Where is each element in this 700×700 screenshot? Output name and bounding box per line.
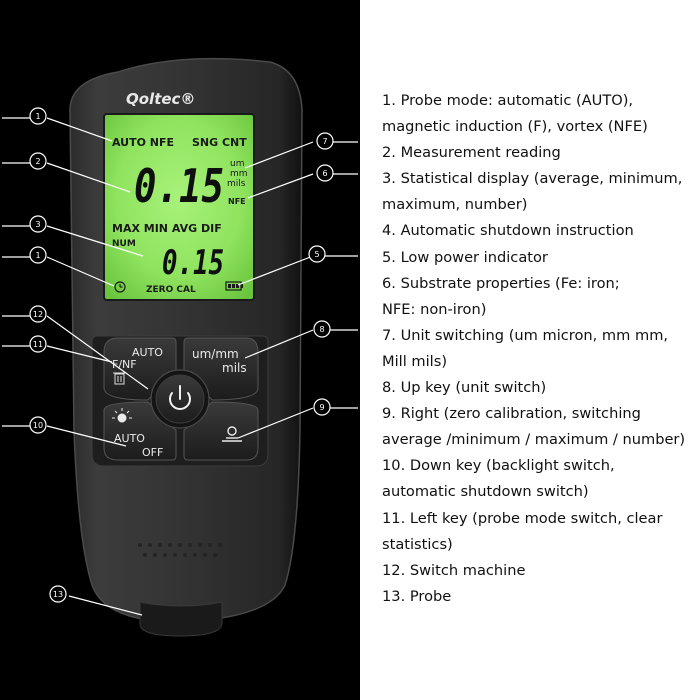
backlight-icon: [112, 408, 132, 423]
callout-5-label: 5: [314, 250, 319, 259]
callout-10-label: 10: [33, 421, 43, 430]
legend-line: 9. Right (zero calibration, switching: [382, 405, 641, 423]
legend-line: 6. Substrate properties (Fe: iron;: [382, 274, 620, 292]
speaker-grille: [138, 543, 222, 557]
legend-line: average /minimum / maximum / number): [382, 431, 686, 449]
callout-3: [29, 215, 47, 233]
left-key-fnf-label: F/NF: [112, 358, 137, 371]
up-key-mils-label: mils: [222, 361, 247, 375]
callout-1b-label: 1: [35, 251, 40, 260]
callout-9-label: 9: [319, 403, 324, 412]
down-key-auto-label: AUTO: [114, 432, 145, 445]
callout-2: [29, 152, 47, 170]
callout-12: [29, 305, 47, 323]
callout-1b: [29, 246, 47, 264]
legend-line: 10. Down key (backlight switch,: [382, 457, 615, 475]
trash-icon: [113, 372, 126, 385]
callout-7-label: 7: [322, 137, 327, 146]
legend-line: 12. Switch machine: [382, 561, 526, 579]
legend-line: magnetic induction (F), vortex (NFE): [382, 118, 648, 136]
lcd-substrate-label: NFE: [228, 197, 246, 206]
thickness-gauge-illustration: Qoltec® AUTO NFE SNG CNT 0.15 um mm mils…: [2, 57, 358, 637]
callout-7: [316, 132, 334, 150]
battery-icon: [225, 281, 243, 291]
lcd-zero-cal-label: ZERO CAL: [146, 285, 196, 295]
callout-3-label: 3: [35, 220, 40, 229]
callout-13: [49, 585, 67, 603]
lcd-unit-um: um: [230, 159, 244, 169]
legend-line: 4. Automatic shutdown instruction: [382, 222, 634, 240]
lcd-unit-mm: mm: [230, 169, 248, 179]
product-photo-panel: Qoltec® AUTO NFE SNG CNT 0.15 um mm mils…: [0, 0, 360, 700]
callout-6-label: 6: [322, 169, 327, 178]
callout-8: [313, 320, 331, 338]
legend-line: automatic shutdown switch): [382, 483, 589, 501]
lcd-sng-cnt-label: SNG CNT: [192, 136, 247, 149]
legend-line: 13. Probe: [382, 587, 452, 605]
brand-logo: Qoltec®: [126, 90, 195, 108]
legend-line: 11. Left key (probe mode switch, clear: [382, 509, 663, 527]
callout-1a: [29, 107, 47, 125]
legend-line: 2. Measurement reading: [382, 144, 561, 162]
legend-line: 1. Probe mode: automatic (AUTO),: [382, 92, 634, 109]
legend-line: 5. Low power indicator: [382, 248, 548, 266]
legend-line: 7. Unit switching (um micron, mm mm,: [382, 326, 669, 344]
callout-11: [29, 335, 47, 353]
lcd-main-reading: 0.15: [134, 159, 224, 213]
up-key-unit-label: um/mm: [192, 347, 239, 361]
lcd-stats-labels: MAX MIN AVG DIF: [112, 222, 222, 235]
lcd-stat-reading: 0.15: [162, 243, 224, 283]
callout-2-label: 2: [35, 157, 40, 166]
left-key-auto-label: AUTO: [132, 346, 163, 359]
legend-line: statistics): [382, 535, 453, 553]
callout-9: [313, 398, 331, 416]
callout-8-label: 8: [319, 325, 324, 334]
feature-legend: 1. Probe mode: automatic (AUTO), magneti…: [382, 88, 692, 610]
legend-line: 8. Up key (unit switch): [382, 379, 547, 397]
callout-12-label: 12: [33, 310, 43, 319]
callout-5: [308, 245, 326, 263]
lcd-unit-mils: mils: [227, 179, 246, 189]
callout-1a-label: 1: [35, 112, 40, 121]
callout-10: [29, 416, 47, 434]
lcd-screen: [103, 113, 255, 301]
callout-lines: [2, 117, 358, 616]
legend-line: 3. Statistical display (average, minimum…: [382, 170, 683, 188]
callout-6: [316, 164, 334, 182]
power-icon: [169, 385, 191, 410]
legend-line: NFE: non-iron): [382, 300, 487, 318]
callout-11-label: 11: [33, 340, 43, 349]
clock-icon: [114, 281, 126, 293]
probe: [139, 601, 223, 637]
lcd-mode-label: AUTO NFE: [112, 136, 174, 149]
legend-line: maximum, number): [382, 196, 528, 214]
legend-line: Mill mils): [382, 352, 448, 370]
lcd-num-label: NUM: [112, 239, 136, 249]
down-key-off-label: OFF: [142, 446, 163, 459]
zero-calibration-icon: [222, 426, 242, 442]
callout-13-label: 13: [53, 590, 63, 599]
